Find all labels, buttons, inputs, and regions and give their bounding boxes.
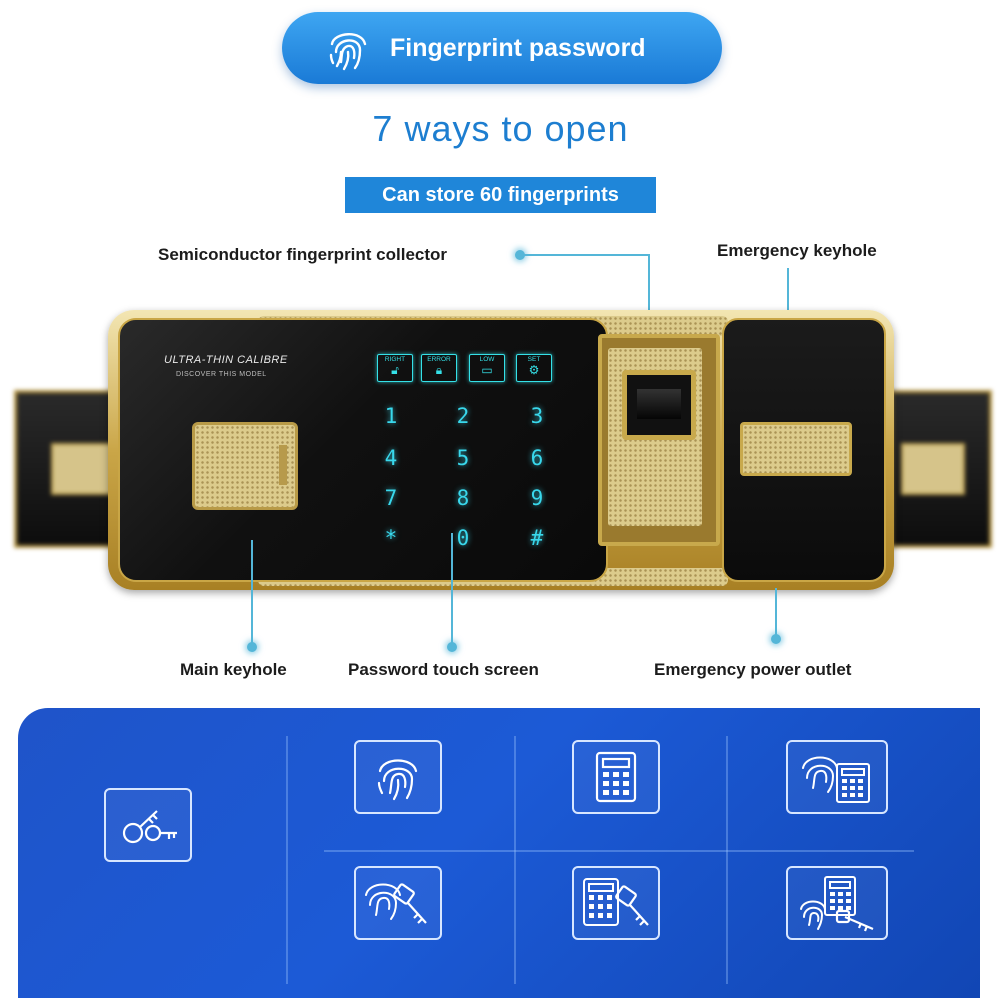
side-door-right — [890, 390, 992, 548]
fingerprint-password-pill: Fingerprint password — [282, 12, 722, 84]
callout-touch-screen: Password touch screen — [348, 660, 539, 679]
callout-dot — [247, 642, 257, 652]
callout-line — [251, 540, 253, 646]
callout-dot — [771, 634, 781, 644]
error-indicator-label: ERROR — [427, 356, 451, 363]
keyhole-slot — [279, 445, 287, 485]
battery-icon: ▭ — [481, 363, 493, 377]
set-button-label: SET — [527, 356, 541, 363]
keypad-key-icon — [583, 878, 649, 926]
keypad-key-2[interactable]: 2 — [456, 404, 470, 428]
callout-power-outlet: Emergency power outlet — [654, 660, 852, 679]
brand-name: ULTRA-THIN CALIBRE — [164, 354, 288, 366]
safe-control-panel: ULTRA-THIN CALIBRE DISCOVER THIS MODEL R… — [108, 310, 894, 590]
touch-panel-glass: ULTRA-THIN CALIBRE DISCOVER THIS MODEL R… — [118, 318, 608, 582]
divider — [324, 850, 914, 852]
callout-emergency-keyhole: Emergency keyhole — [717, 241, 877, 260]
keypad-icon — [595, 751, 637, 803]
keypad-key-5[interactable]: 5 — [456, 446, 470, 470]
fingerprint-keypad-key-icon — [800, 876, 874, 932]
keypad-key-0[interactable]: 0 — [456, 526, 470, 550]
keypad-key-6[interactable]: 6 — [530, 446, 544, 470]
low-battery-label: LOW — [479, 356, 495, 363]
divider — [286, 736, 288, 984]
closed-lock-icon: 🔒︎ — [435, 363, 443, 377]
method-fingerprint-password — [786, 740, 888, 814]
keypad-key-7[interactable]: 7 — [384, 486, 398, 510]
keypad-key-9[interactable]: 9 — [530, 486, 544, 510]
keypad-key-1[interactable]: 1 — [384, 404, 398, 428]
set-button[interactable]: SET ⚙︎ — [516, 354, 552, 382]
callout-main-keyhole: Main keyhole — [180, 660, 287, 679]
method-password-key — [572, 866, 660, 940]
open-methods-panel — [18, 708, 980, 998]
callout-dot — [515, 250, 525, 260]
fingerprint-key-icon — [365, 883, 427, 924]
keypad-key-4[interactable]: 4 — [384, 446, 398, 470]
callout-line — [451, 533, 453, 646]
method-key — [104, 788, 192, 862]
emergency-keyhole[interactable] — [740, 422, 852, 476]
keypad-key-hash[interactable]: # — [530, 526, 544, 550]
keypad-key-star[interactable]: * — [384, 526, 398, 550]
error-indicator: ERROR 🔒︎ — [421, 354, 457, 382]
method-fingerprint-key — [354, 866, 442, 940]
callout-fingerprint-collector: Semiconductor fingerprint collector — [158, 245, 448, 264]
storage-banner: Can store 60 fingerprints — [345, 177, 656, 213]
fingerprint-keypad-icon — [802, 756, 870, 803]
low-battery-indicator: LOW ▭ — [469, 354, 505, 382]
open-lock-icon: 🔓︎ — [391, 363, 399, 377]
method-fingerprint-password-key — [786, 866, 888, 940]
fingerprint-icon — [329, 33, 367, 71]
fingerprint-module — [598, 334, 720, 546]
fingerprint-sensor[interactable] — [622, 370, 696, 440]
pill-label: Fingerprint password — [390, 33, 646, 62]
sensor-window — [637, 389, 681, 419]
right-indicator-label: RIGHT — [384, 356, 406, 363]
side-door-left — [14, 390, 120, 548]
main-keyhole[interactable] — [192, 422, 298, 510]
keypad-key-3[interactable]: 3 — [530, 404, 544, 428]
brand-tagline: DISCOVER THIS MODEL — [176, 371, 267, 378]
callout-line — [522, 254, 650, 256]
gear-icon: ⚙︎ — [528, 363, 540, 377]
divider — [514, 736, 516, 984]
method-password — [572, 740, 660, 814]
page-subtitle: 7 ways to open — [372, 108, 629, 149]
method-fingerprint — [354, 740, 442, 814]
keypad-key-8[interactable]: 8 — [456, 486, 470, 510]
right-indicator: RIGHT 🔓︎ — [377, 354, 413, 382]
callout-line — [775, 588, 777, 638]
divider — [726, 736, 728, 984]
fingerprint-icon — [377, 759, 418, 801]
callout-dot — [447, 642, 457, 652]
key-icon — [122, 810, 177, 844]
